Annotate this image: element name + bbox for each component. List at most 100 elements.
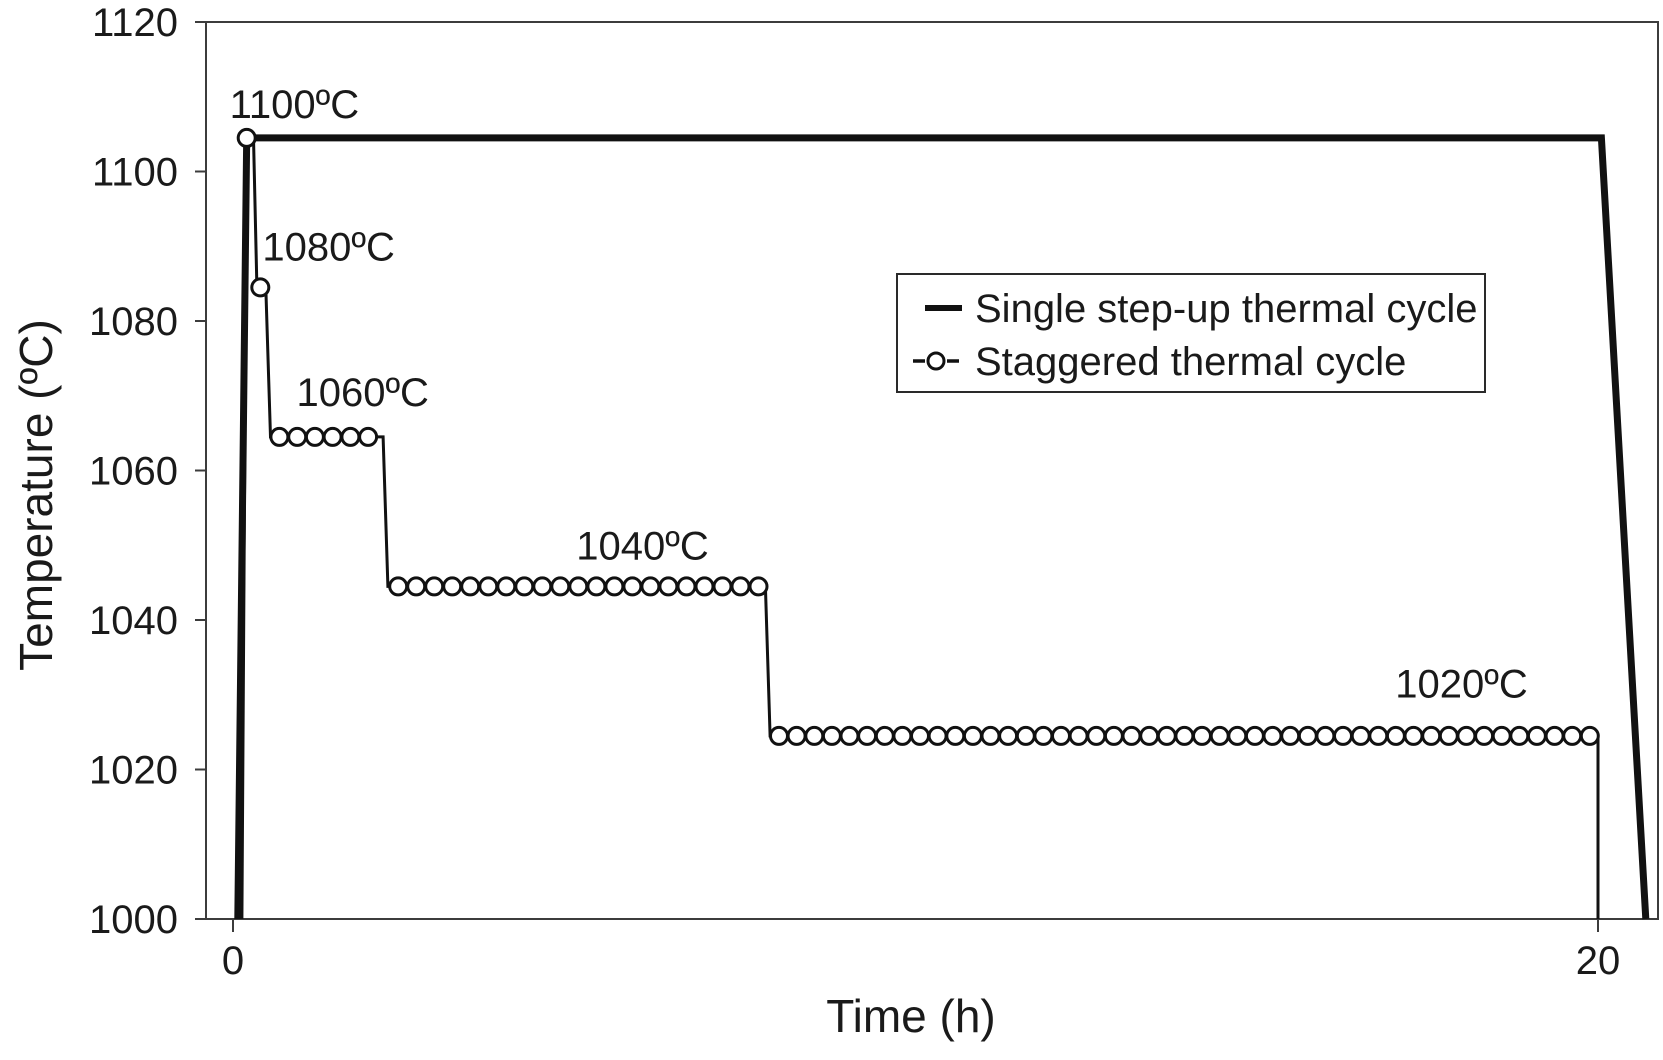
data-point-marker: [1333, 725, 1353, 746]
data-point-marker: [269, 426, 290, 447]
data-point-marker: [1456, 725, 1477, 746]
data-point-marker: [1192, 725, 1212, 746]
y-axis-title: Temperature (ºC): [10, 319, 62, 671]
data-point-marker: [236, 127, 257, 148]
data-point-marker: [1579, 725, 1600, 746]
data-point-marker: [1491, 725, 1512, 746]
data-point-marker: [550, 576, 571, 597]
temperature-annotation: 1100ºC: [230, 83, 360, 127]
data-point-marker: [1315, 725, 1336, 746]
data-point-marker: [442, 576, 463, 597]
data-point-marker: [358, 426, 379, 447]
data-point-marker: [478, 576, 499, 597]
data-point-marker: [1509, 725, 1530, 746]
y-tick-label: 1000: [89, 898, 178, 942]
data-point-marker: [424, 576, 445, 597]
series-single-step-line: [234, 134, 1650, 920]
legend-label-staggered: Staggered thermal cycle: [975, 340, 1406, 384]
data-point-marker: [694, 576, 715, 597]
temperature-annotation: 1060ºC: [296, 371, 428, 415]
data-point-marker: [980, 725, 1001, 746]
legend: Single step-up thermal cycle Staggered t…: [896, 273, 1486, 393]
series-lines: [234, 134, 1650, 920]
data-point-marker: [804, 725, 825, 746]
data-point-marker: [287, 426, 308, 447]
series-staggered-line: [240, 136, 1600, 920]
data-point-marker: [640, 576, 661, 597]
data-point-marker: [568, 576, 589, 597]
data-point-marker: [460, 576, 481, 597]
data-point-marker: [1051, 725, 1071, 746]
data-point-marker: [1033, 725, 1054, 746]
data-point-marker: [1562, 725, 1583, 746]
data-point-marker: [1227, 725, 1248, 746]
data-point-marker: [857, 725, 878, 746]
data-point-marker: [1262, 725, 1283, 746]
data-point-marker: [927, 725, 948, 746]
data-point-marker: [1526, 725, 1547, 746]
data-point-marker: [821, 725, 842, 746]
data-point-marker: [340, 426, 361, 447]
annotations: 1100ºC 1080ºC 1060ºC 1040ºC 1020ºC: [230, 83, 1528, 706]
data-point-marker: [1421, 725, 1442, 746]
data-point-marker: [998, 725, 1019, 746]
circle-marker-icon: [926, 351, 946, 371]
data-point-marker: [1368, 725, 1389, 746]
legend-box: [896, 273, 1486, 393]
staggered-markers: [236, 127, 1600, 746]
data-point-marker: [1156, 725, 1177, 746]
data-point-marker: [712, 576, 733, 597]
data-point-marker: [910, 725, 930, 746]
y-tick-label: 1120: [92, 1, 178, 45]
x-tick-label: 20: [1576, 939, 1621, 983]
data-point-marker: [406, 576, 427, 597]
x-axis-title: Time (h): [826, 990, 996, 1042]
data-point-marker: [748, 576, 769, 597]
data-point-marker: [658, 576, 679, 597]
data-point-marker: [839, 725, 860, 746]
data-point-marker: [1244, 725, 1265, 746]
y-tick-label: 1040: [89, 599, 178, 643]
data-point-marker: [1280, 725, 1301, 746]
data-point-marker: [622, 576, 643, 597]
temperature-annotation: 1080ºC: [262, 225, 394, 269]
data-point-marker: [304, 426, 325, 447]
y-tick-label: 1080: [89, 300, 178, 344]
data-point-marker: [1209, 725, 1230, 746]
legend-label-single: Single step-up thermal cycle: [975, 287, 1477, 331]
plot-border: [205, 21, 1659, 920]
data-point-marker: [676, 576, 697, 597]
data-point-marker: [1350, 725, 1371, 746]
data-point-marker: [1139, 725, 1160, 746]
data-point-marker: [874, 725, 895, 746]
x-tick-label: 0: [222, 939, 244, 983]
data-point-marker: [1297, 725, 1318, 746]
data-point-marker: [532, 576, 553, 597]
temperature-annotation: 1020ºC: [1395, 663, 1527, 707]
data-point-marker: [962, 725, 983, 746]
data-point-marker: [1015, 725, 1036, 746]
data-point-marker: [1174, 725, 1195, 746]
data-point-marker: [1121, 725, 1142, 746]
data-point-marker: [322, 426, 343, 447]
data-point-marker: [1103, 725, 1124, 746]
y-tick-label: 1020: [89, 749, 178, 793]
data-point-marker: [1544, 725, 1565, 746]
data-point-marker: [892, 725, 913, 746]
data-point-marker: [730, 576, 751, 597]
data-point-marker: [1403, 725, 1424, 746]
data-point-marker: [1086, 725, 1107, 746]
data-point-marker: [496, 576, 517, 597]
data-point-marker: [1068, 725, 1089, 746]
data-point-marker: [1438, 725, 1459, 746]
data-point-marker: [604, 576, 625, 597]
data-point-marker: [250, 277, 271, 298]
y-tick-label: 1060: [89, 450, 178, 494]
temperature-annotation: 1040ºC: [576, 524, 708, 568]
data-point-marker: [945, 725, 966, 746]
data-point-marker: [388, 576, 409, 597]
data-point-marker: [514, 576, 535, 597]
